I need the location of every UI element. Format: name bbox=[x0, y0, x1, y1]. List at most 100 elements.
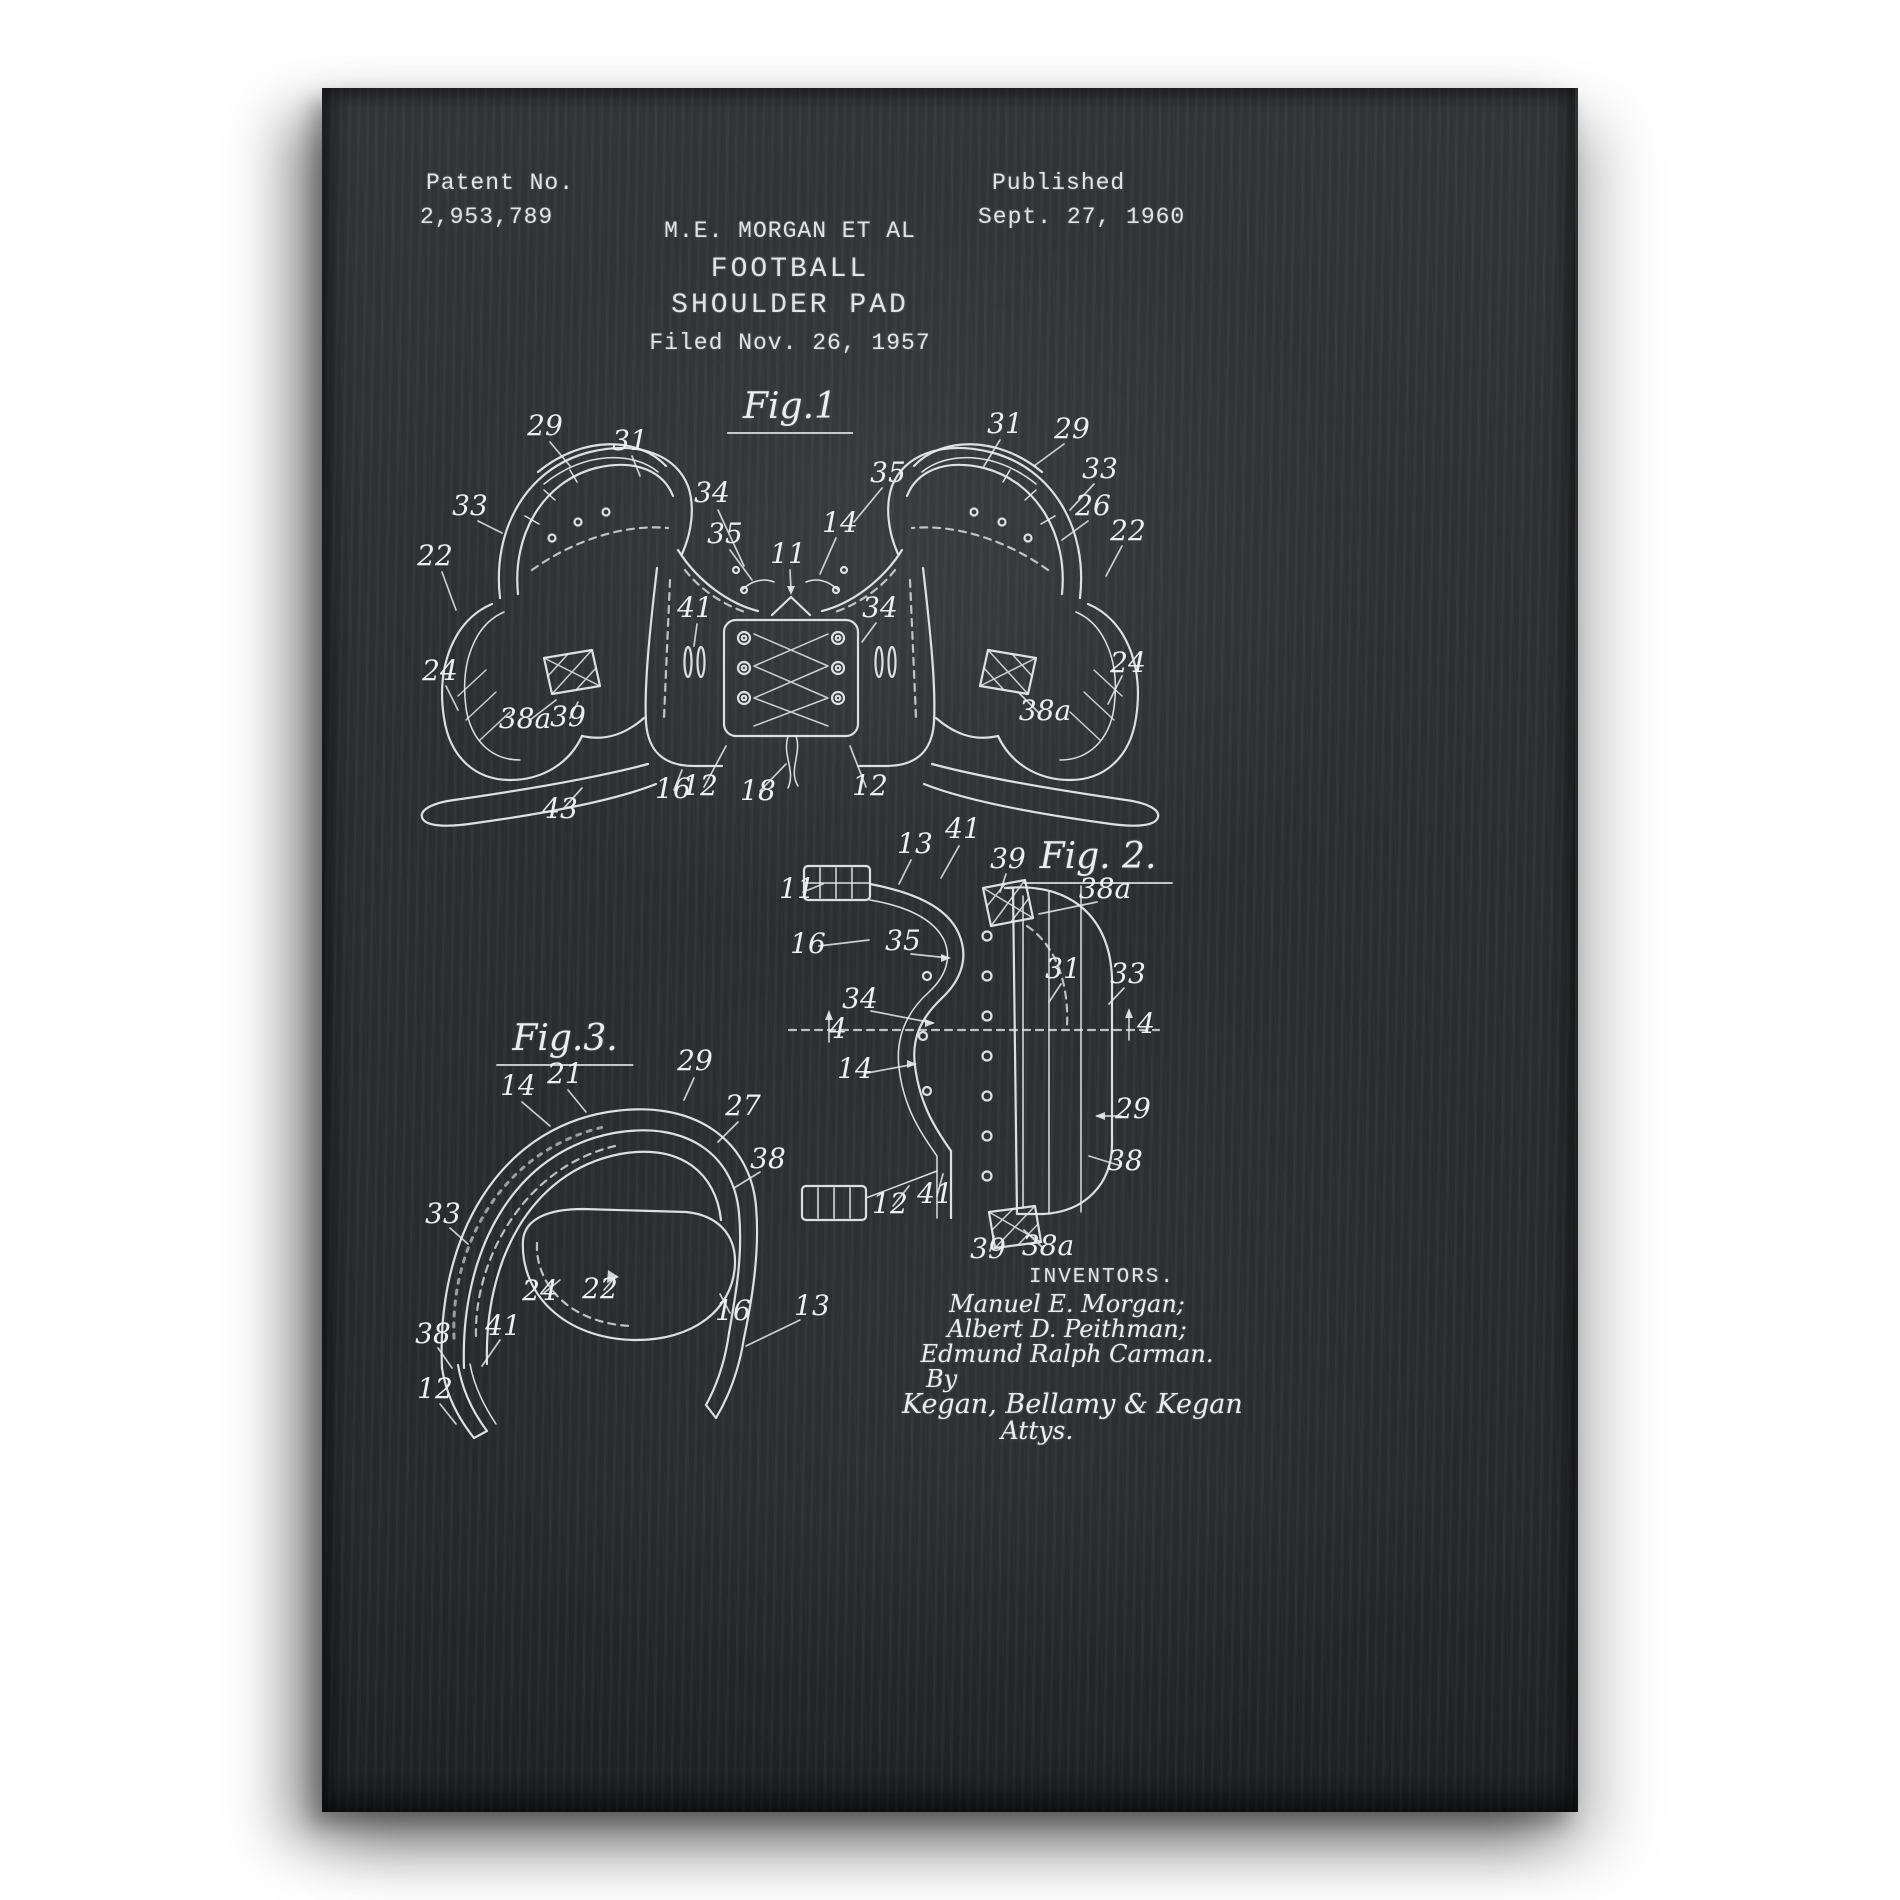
callout: 22 bbox=[416, 539, 453, 572]
callout: 33 bbox=[452, 489, 488, 522]
title-line-1: FOOTBALL bbox=[710, 254, 870, 285]
figure-3-arch-pad-view: 14 21 29 27 38 33 24 22 16 13 38 41 12 bbox=[415, 1044, 830, 1440]
callout: 4 bbox=[1136, 1007, 1155, 1040]
callout: 13 bbox=[794, 1289, 830, 1322]
patent-no-label: Patent No. bbox=[426, 170, 575, 196]
callout: 43 bbox=[541, 792, 578, 825]
callout: 14 bbox=[837, 1052, 873, 1085]
fig2-leader-lines bbox=[802, 845, 1125, 1252]
fig3-drawing bbox=[440, 1108, 759, 1440]
attorney-firm: Kegan, Bellamy & Kegan bbox=[902, 1389, 1243, 1420]
fig1-left-half bbox=[420, 443, 775, 827]
callout: 34 bbox=[694, 476, 730, 509]
callout: 35 bbox=[707, 517, 743, 550]
title-block: M.E. MORGAN ET AL FOOTBALL SHOULDER PAD … bbox=[649, 214, 930, 360]
fig2-label: Fig. 2. bbox=[1023, 836, 1173, 884]
callout: 31 bbox=[987, 407, 1023, 440]
callout: 21 bbox=[546, 1057, 583, 1090]
callout: 14 bbox=[500, 1069, 536, 1102]
callout: 12 bbox=[682, 769, 718, 802]
fig1-leader-lines bbox=[441, 439, 1123, 809]
callout: 16 bbox=[790, 927, 826, 960]
figure-1-shoulder-pad-front-view: 29 31 33 22 24 34 35 11 41 14 35 34 31 2… bbox=[416, 407, 1160, 827]
callout: 38a bbox=[1022, 1229, 1074, 1262]
inventors-heading: INVENTORS. bbox=[1028, 1266, 1176, 1289]
callout: 41 bbox=[916, 1177, 953, 1210]
callout: 34 bbox=[862, 591, 898, 624]
callout: 41 bbox=[484, 1309, 521, 1342]
inventors-by: By bbox=[926, 1365, 958, 1393]
callout: 18 bbox=[740, 774, 776, 807]
callout: 29 bbox=[1114, 1092, 1151, 1125]
callout: 33 bbox=[425, 1197, 461, 1230]
callout: 38a bbox=[1079, 872, 1131, 905]
callout: 16 bbox=[655, 772, 691, 805]
callout: 24 bbox=[421, 654, 458, 687]
callout: 24 bbox=[1109, 646, 1146, 679]
callout: 31 bbox=[612, 424, 648, 457]
callout: 22 bbox=[581, 1272, 618, 1305]
callout: 38 bbox=[750, 1142, 786, 1175]
fig2-arrow-35 bbox=[941, 954, 951, 962]
author-line: M.E. MORGAN ET AL bbox=[664, 218, 916, 244]
fig3-label: Fig.3. bbox=[496, 1018, 634, 1066]
fig2-callouts: 13 41 39 38a 11 16 35 31 33 34 4 4 14 29… bbox=[779, 812, 1155, 1265]
fig2-arrow-14 bbox=[907, 1060, 917, 1068]
inventor-name-2: Albert D. Peithman; bbox=[947, 1315, 1187, 1343]
published-block: Published Sept. 27, 1960 bbox=[978, 166, 1185, 234]
callout: 38a bbox=[499, 702, 551, 735]
fig3-leader-lines bbox=[437, 1077, 801, 1425]
fig1-chest-plate bbox=[722, 595, 860, 789]
callout: 11 bbox=[779, 872, 815, 905]
callout: 38a bbox=[1019, 694, 1071, 727]
title-line-2: SHOULDER PAD bbox=[671, 290, 909, 321]
callout: 16 bbox=[715, 1294, 751, 1327]
callout: 11 bbox=[770, 537, 806, 570]
callout: 13 bbox=[897, 827, 933, 860]
fig3-arrow-22 bbox=[607, 1270, 619, 1283]
patent-no-value: 2,953,789 bbox=[420, 204, 554, 230]
fig2-drawing bbox=[787, 864, 1161, 1250]
published-label: Published bbox=[992, 170, 1126, 196]
callout: 41 bbox=[676, 591, 713, 624]
patent-poster: Patent No. 2,953,789 Published Sept. 27,… bbox=[322, 88, 1578, 1812]
callout: 29 bbox=[676, 1044, 713, 1077]
fig2-arrow-34 bbox=[925, 1019, 935, 1027]
callout: 22 bbox=[1109, 514, 1146, 547]
callout: 12 bbox=[417, 1372, 453, 1405]
fig2-arrow-29 bbox=[1095, 1112, 1105, 1120]
callout: 31 bbox=[1045, 952, 1081, 985]
figure-2-shoulder-pad-side-view: 13 41 39 38a 11 16 35 31 33 34 4 4 14 29… bbox=[779, 812, 1161, 1265]
callout: 29 bbox=[1053, 412, 1090, 445]
callout: 38 bbox=[415, 1317, 451, 1350]
callout: 29 bbox=[526, 409, 563, 442]
callout: 26 bbox=[1074, 489, 1111, 522]
filed-line: Filed Nov. 26, 1957 bbox=[649, 330, 931, 356]
callout: 24 bbox=[521, 1274, 558, 1307]
callout: 34 bbox=[842, 982, 878, 1015]
inventor-name-3: Edmund Ralph Carman. bbox=[920, 1340, 1214, 1368]
attys-label: Attys. bbox=[1000, 1416, 1074, 1445]
callout: 27 bbox=[724, 1089, 761, 1122]
callout: 14 bbox=[822, 506, 858, 539]
fig1-callouts: 29 31 33 22 24 34 35 11 41 14 35 34 31 2… bbox=[416, 407, 1146, 825]
callout: 12 bbox=[872, 1187, 908, 1220]
inventor-name-1: Manuel E. Morgan; bbox=[949, 1290, 1185, 1318]
patent-number-block: Patent No. 2,953,789 bbox=[420, 166, 575, 234]
callout: 38 bbox=[1107, 1144, 1143, 1177]
callout: 35 bbox=[885, 924, 921, 957]
callout: 12 bbox=[852, 769, 888, 802]
callout: 39 bbox=[990, 842, 1026, 875]
fig1-arrow-11 bbox=[787, 586, 795, 595]
callout: 41 bbox=[944, 812, 981, 845]
callout: 33 bbox=[1082, 452, 1118, 485]
callout: 35 bbox=[870, 456, 906, 489]
fig1-label: Fig.1 bbox=[727, 386, 853, 434]
callout: 39 bbox=[970, 1232, 1006, 1265]
callout: 39 bbox=[550, 700, 586, 733]
fig3-callouts: 14 21 29 27 38 33 24 22 16 13 38 41 12 bbox=[415, 1044, 830, 1405]
inventors-block: INVENTORS. Manuel E. Morgan; Albert D. P… bbox=[902, 1266, 1243, 1444]
callout: 33 bbox=[1110, 957, 1146, 990]
published-value: Sept. 27, 1960 bbox=[978, 204, 1186, 230]
